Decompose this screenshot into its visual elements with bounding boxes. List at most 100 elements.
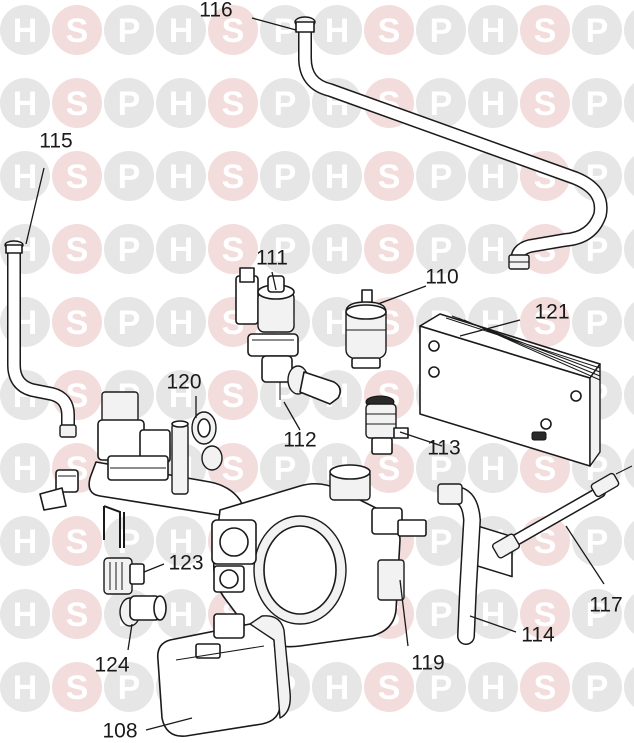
part-112-valve	[261, 355, 342, 405]
watermark-letter: P	[430, 12, 453, 50]
watermark-circle	[520, 589, 570, 639]
watermark-circle	[104, 224, 154, 274]
watermark-circle	[364, 151, 414, 201]
callout-116: 116	[199, 0, 232, 22]
watermark-letter: H	[481, 450, 506, 488]
callout-108: 108	[102, 720, 137, 743]
watermark-circle	[156, 224, 206, 274]
watermark-letter: P	[586, 523, 609, 561]
watermark-circle	[312, 5, 362, 55]
watermark-circle	[624, 302, 634, 342]
watermark-circle	[416, 78, 466, 128]
watermark-circle	[312, 151, 362, 201]
watermark-circle	[416, 224, 466, 274]
callout-120: 120	[166, 371, 201, 394]
watermark-letter: S	[378, 158, 401, 196]
watermark-circle	[104, 662, 154, 712]
part-120-manifold	[88, 391, 251, 521]
watermark-letter: S	[66, 231, 89, 269]
part-108-pump-head	[156, 613, 291, 737]
watermark-letter: S	[66, 669, 89, 707]
watermark-letter: P	[430, 450, 453, 488]
part-111-valve	[235, 267, 299, 357]
watermark-circle	[468, 151, 518, 201]
watermark-letter: H	[169, 158, 194, 196]
watermark-circle	[572, 297, 622, 347]
watermark-letter: S	[66, 596, 89, 634]
watermark-letter: P	[430, 231, 453, 269]
watermark-circle	[52, 662, 102, 712]
watermark-circle	[416, 443, 466, 493]
watermark-letter: H	[169, 377, 194, 415]
watermark-letter: P	[118, 523, 141, 561]
watermark-letter: H	[325, 158, 350, 196]
watermark-circle	[572, 5, 622, 55]
watermark-letter: P	[586, 596, 609, 634]
part-121-heat-exchanger	[419, 313, 601, 578]
watermark-circle	[104, 78, 154, 128]
watermark-letter: H	[325, 12, 350, 50]
watermark-letter: H	[481, 596, 506, 634]
watermark-circle	[624, 667, 634, 707]
watermark-circle	[416, 151, 466, 201]
watermark-letter: S	[534, 669, 557, 707]
watermark-letter: H	[13, 669, 38, 707]
watermark-letter: P	[430, 669, 453, 707]
watermark-letter: H	[13, 85, 38, 123]
watermark-letter: P	[118, 85, 141, 123]
watermark-letter: P	[274, 158, 297, 196]
watermark-letter: P	[118, 231, 141, 269]
watermark-circle	[0, 5, 50, 55]
watermark-circle	[312, 224, 362, 274]
watermark-letter: P	[118, 158, 141, 196]
part-124-plug	[119, 595, 167, 627]
watermark-letter: S	[66, 523, 89, 561]
watermark-letter: H	[13, 12, 38, 50]
callout-115: 115	[39, 130, 72, 153]
leader-lines	[25, 17, 605, 731]
watermark-letter: P	[430, 596, 453, 634]
watermark-circle	[208, 78, 258, 128]
watermark-circle	[572, 662, 622, 712]
watermark-letter: P	[586, 669, 609, 707]
watermark-circle	[364, 443, 414, 493]
watermark-circle	[624, 594, 634, 634]
callout-labels: 116 115 111 110 121 120 112 113 123 124 …	[39, 0, 622, 743]
watermark-letter: H	[13, 450, 38, 488]
part-119-pump-housing	[211, 464, 427, 648]
callout-121: 121	[534, 301, 569, 324]
watermark-circle	[364, 224, 414, 274]
watermark-circle	[416, 589, 466, 639]
part-116-pipe	[294, 16, 608, 270]
watermark-circle	[572, 78, 622, 128]
watermark-circle	[624, 521, 634, 561]
watermark-circle	[416, 662, 466, 712]
watermark-circle	[520, 297, 570, 347]
watermark-circle	[52, 297, 102, 347]
watermark-circle	[0, 151, 50, 201]
callout-113: 113	[427, 437, 460, 460]
part-110-air-vent	[345, 289, 387, 369]
watermark-circle	[260, 151, 310, 201]
callout-123: 123	[168, 552, 203, 575]
watermark-letter: H	[481, 85, 506, 123]
watermark-letter: S	[66, 12, 89, 50]
watermark-circle	[624, 156, 634, 196]
callout-124: 124	[94, 654, 129, 677]
watermark-circle	[52, 516, 102, 566]
watermark-letter: H	[169, 12, 194, 50]
watermark-letter: P	[274, 12, 297, 50]
watermark-letter: H	[169, 596, 194, 634]
watermark-circle	[52, 224, 102, 274]
watermark-letter: S	[534, 450, 557, 488]
part-123-connector	[103, 557, 145, 595]
callout-119: 119	[411, 652, 444, 675]
watermark-letter: H	[13, 596, 38, 634]
watermark-letter: S	[378, 231, 401, 269]
watermark-circle	[156, 5, 206, 55]
watermark-circle	[156, 589, 206, 639]
watermark-letter: P	[118, 669, 141, 707]
watermark-circle	[208, 151, 258, 201]
watermark-circle	[52, 78, 102, 128]
watermark-letter: S	[222, 85, 245, 123]
